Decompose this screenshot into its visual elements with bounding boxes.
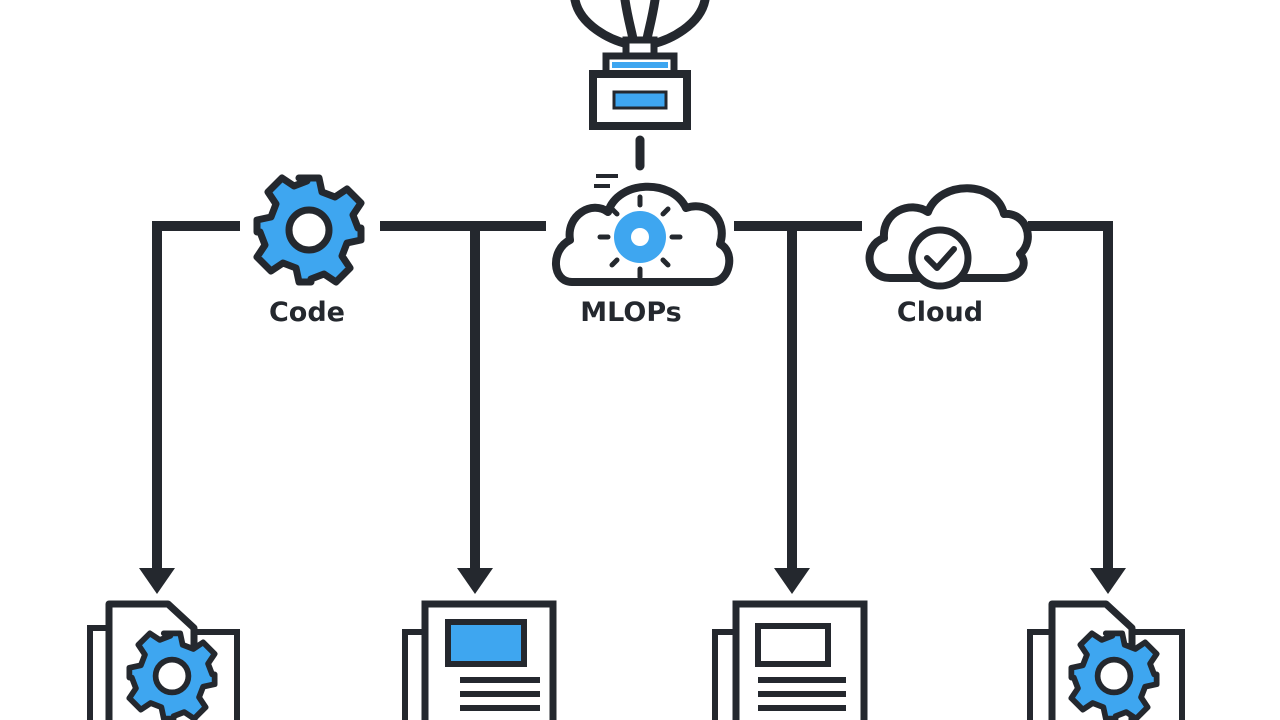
- cloud-check-icon: [865, 184, 1032, 290]
- arrow-head-1: [139, 568, 175, 594]
- document-gear-icon: [1027, 600, 1185, 720]
- node-label-cloud: Cloud: [897, 297, 983, 328]
- cloud-node: Cloud: [865, 184, 1032, 328]
- arrow-head-2: [457, 568, 493, 594]
- arrow-head-4: [1090, 568, 1126, 594]
- connectors: [139, 135, 1126, 594]
- server-icon: [570, 0, 710, 130]
- document-image-icon: [712, 600, 868, 720]
- node-label-code: Code: [269, 297, 345, 328]
- document-image-icon: [402, 600, 557, 720]
- cloud-gear-icon: [552, 174, 734, 286]
- code-node: Code: [257, 178, 361, 328]
- gear-icon: [257, 178, 361, 282]
- document-gear-icon: [87, 600, 240, 720]
- mlops-node: MLOPs: [552, 174, 734, 328]
- arrow-head-3: [774, 568, 810, 594]
- node-label-mlops: MLOPs: [580, 297, 681, 328]
